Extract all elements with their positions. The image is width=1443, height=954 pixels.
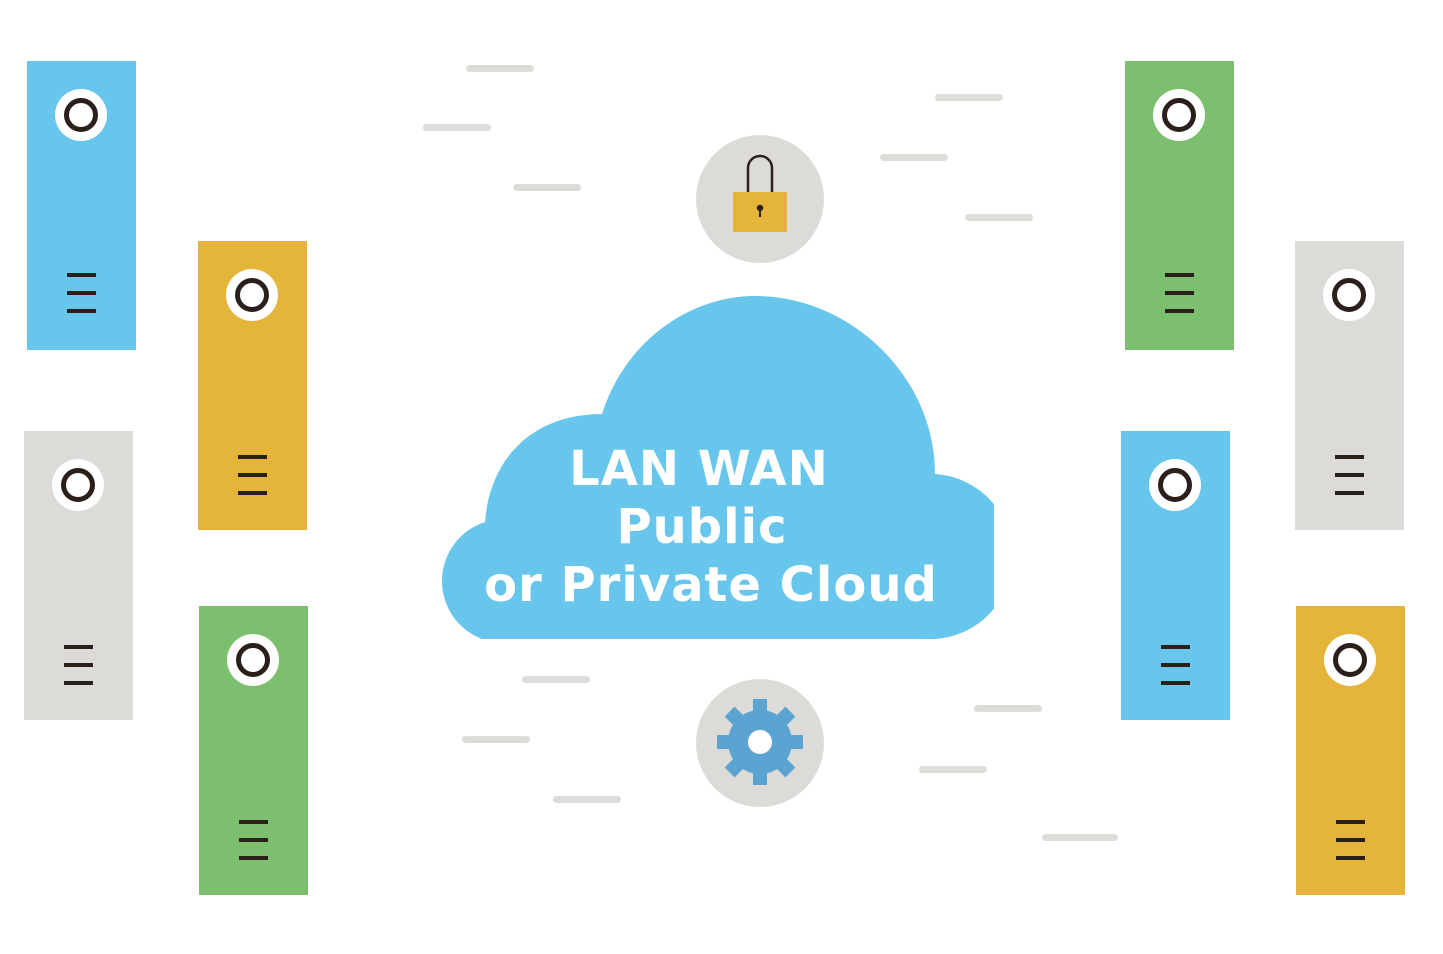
cloud-line-1: LAN WAN (569, 441, 829, 497)
vent-line (1161, 681, 1190, 685)
server-left-4 (199, 606, 308, 895)
vent-line (67, 291, 96, 295)
connection-dash (935, 94, 1003, 101)
vent-line (67, 273, 96, 277)
gear-icon (717, 699, 803, 785)
connection-dash (965, 214, 1033, 221)
server-left-2 (198, 241, 307, 530)
connection-dash (423, 124, 491, 131)
cloud-shape (441, 296, 994, 640)
power-button-icon (1149, 459, 1201, 511)
vent-line (64, 663, 93, 667)
vent-line (239, 838, 268, 842)
settings-badge (696, 679, 824, 807)
server-left-1 (27, 61, 136, 350)
cloud-line-2: Public (616, 499, 788, 555)
server-right-2 (1295, 241, 1404, 530)
connection-dash (466, 65, 534, 72)
power-button-icon (55, 89, 107, 141)
vent-line (1165, 273, 1194, 277)
connection-dash (513, 184, 581, 191)
vent-line (1161, 645, 1190, 649)
power-button-icon (52, 459, 104, 511)
server-right-1 (1125, 61, 1234, 350)
vent-line (238, 473, 267, 477)
security-badge (696, 135, 824, 263)
lock-icon (733, 154, 787, 232)
power-button-icon (1153, 89, 1205, 141)
connection-dash (880, 154, 948, 161)
server-left-3 (24, 431, 133, 720)
vent-line (1335, 473, 1364, 477)
connection-dash (553, 796, 621, 803)
server-right-4 (1296, 606, 1405, 895)
cloud-line-3: or Private Cloud (484, 557, 938, 613)
connection-dash (522, 676, 590, 683)
power-button-icon (1324, 634, 1376, 686)
vent-line (1335, 455, 1364, 459)
vent-line (1165, 291, 1194, 295)
power-button-icon (227, 634, 279, 686)
connection-dash (974, 705, 1042, 712)
vent-line (238, 491, 267, 495)
connection-dash (919, 766, 987, 773)
vent-line (67, 309, 96, 313)
power-button-icon (1323, 269, 1375, 321)
vent-line (1335, 491, 1364, 495)
cloud-label: LAN WAN Public or Private Cloud (420, 296, 994, 641)
vent-line (238, 455, 267, 459)
vent-line (239, 820, 268, 824)
vent-line (1165, 309, 1194, 313)
vent-line (1336, 856, 1365, 860)
vent-line (1336, 838, 1365, 842)
vent-line (239, 856, 268, 860)
vent-line (64, 681, 93, 685)
connection-dash (462, 736, 530, 743)
power-button-icon (226, 269, 278, 321)
server-right-3 (1121, 431, 1230, 720)
connection-dash (1042, 834, 1118, 841)
vent-line (64, 645, 93, 649)
vent-line (1336, 820, 1365, 824)
cloud: LAN WAN Public or Private Cloud (420, 296, 994, 641)
vent-line (1161, 663, 1190, 667)
